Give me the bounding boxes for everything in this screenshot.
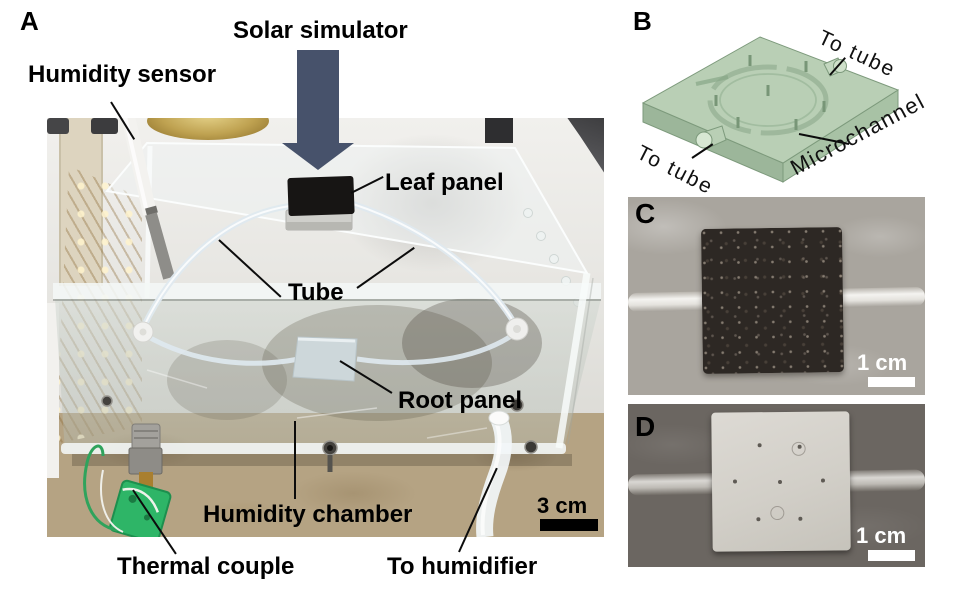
chamber-body <box>53 272 601 466</box>
label-tube: Tube <box>288 279 344 306</box>
panel-dot <box>820 478 826 483</box>
black-porous-panel <box>700 227 845 374</box>
solar-down-arrow-icon <box>282 50 354 170</box>
background-equipment <box>485 118 513 143</box>
panel-dot <box>798 516 803 521</box>
label-to-humidifier: To humidifier <box>387 553 538 580</box>
label-root-panel: Root panel <box>398 387 522 414</box>
wall-fixture <box>91 118 118 134</box>
scale-label-1cm-c: 1 cm <box>857 350 908 375</box>
root-panel-block <box>292 336 358 382</box>
connecting-tubes <box>141 201 519 366</box>
panel-dot <box>732 479 738 484</box>
scale-label-3cm: 3 cm <box>537 493 588 518</box>
label-humidity-chamber: Humidity chamber <box>203 501 413 528</box>
scale-bar-1cm-c <box>868 377 915 387</box>
white-hydrogel-panel <box>711 411 851 552</box>
panel-dot <box>757 443 762 448</box>
panel-dot <box>777 479 783 485</box>
thermocouple-assembly <box>83 423 172 537</box>
label-thermal-couple: Thermal couple <box>117 553 295 580</box>
label-humidity-sensor: Humidity sensor <box>28 61 217 88</box>
scale-label-1cm-d: 1 cm <box>856 523 907 548</box>
tube-port-bottom-left <box>695 125 727 149</box>
panel-dot <box>756 517 761 522</box>
scale-bar-1cm-d <box>868 550 915 561</box>
acrylic-chamber-graphic <box>53 118 601 537</box>
root-panel-photo: D 1 cm <box>628 404 925 567</box>
leaf-panel-photo: C 1 cm <box>628 197 925 395</box>
screws <box>101 395 538 472</box>
label-solar-simulator: Solar simulator <box>233 17 408 44</box>
tube-fitting-right-hole <box>513 325 521 333</box>
panel-a-letter: A <box>20 6 39 36</box>
arrow-shaft <box>297 50 339 145</box>
panel-mark <box>770 505 785 521</box>
experiment-photo <box>47 118 604 537</box>
panel-b-letter: B <box>633 6 652 36</box>
ring-channel <box>695 55 829 136</box>
leader-line-humidity-chamber <box>294 421 296 499</box>
white-pipe <box>47 303 59 478</box>
leaf-panel-block <box>285 175 355 231</box>
scale-bar-3cm <box>540 519 598 531</box>
panel-mark <box>791 441 806 456</box>
tube-fitting-left-hole <box>139 328 147 336</box>
label-leaf-panel: Leaf panel <box>385 169 504 196</box>
panel-d-letter: D <box>635 411 656 442</box>
panel-c-letter: C <box>635 198 656 229</box>
brass-object <box>147 118 269 140</box>
arrow-head <box>282 143 354 170</box>
wall-fixture <box>47 118 69 134</box>
